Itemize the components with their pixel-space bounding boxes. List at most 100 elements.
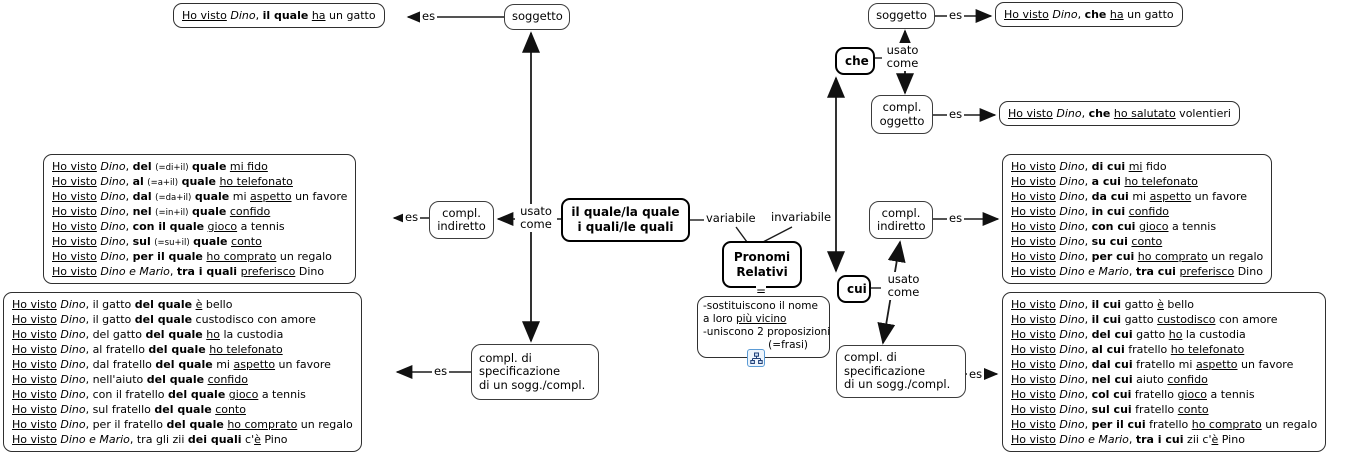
node-label: indiretto: [877, 219, 926, 233]
example-box-quale-soggetto[interactable]: Ho visto Dino, il quale ha un gatto: [173, 3, 385, 28]
example-box-quale-indiretto[interactable]: Ho visto Dino, del (=di+il) quale mi fid…: [43, 154, 357, 284]
text-line: Ho visto Dino, con cui gioco a tennis: [1011, 220, 1217, 233]
example-box-cui-indiretto[interactable]: Ho visto Dino, di cui mi fido Ho visto Di…: [1002, 154, 1273, 284]
text-line: Ho visto Dino, dal (=da+il) quale mi asp…: [52, 190, 348, 203]
node-label: indiretto: [437, 219, 486, 233]
text-line: Ho visto Dino e Mario, tra gli zii dei q…: [12, 433, 288, 446]
text-line: Ho visto Dino, del (=di+il) quale mi fid…: [52, 160, 268, 173]
link-label-usato-come[interactable]: usato come: [882, 43, 923, 71]
text-line: Ho visto Dino, che ho salutato volentier…: [1008, 107, 1231, 120]
text-line: Ho visto Dino, del gatto del quale ho la…: [12, 328, 284, 341]
node-compl-indiretto-left[interactable]: compl. indiretto: [429, 201, 494, 239]
text-line: Ho visto Dino, nell'aiuto del quale conf…: [12, 373, 248, 386]
link-label-line: usato: [886, 43, 919, 57]
text-line: Ho visto Dino, sul (=su+il) quale conto: [52, 235, 262, 248]
connector-line: [762, 226, 793, 243]
example-box-che-oggetto[interactable]: Ho visto Dino, che ho salutato volentier…: [999, 101, 1240, 126]
text-line: Ho visto Dino e Mario, tra i quali prefe…: [52, 265, 325, 278]
text-line: Ho visto Dino, per il cui fratello ho co…: [1011, 418, 1318, 431]
node-cui[interactable]: cui: [837, 275, 871, 303]
text-line: Ho visto Dino, nel cui aiuto confido: [1011, 373, 1208, 386]
text-line: Ho visto Dino, dal fratello del quale mi…: [12, 358, 331, 371]
text-line: Ho visto Dino, sul cui fratello conto: [1011, 403, 1209, 416]
note-box[interactable]: -sostituiscono il nome a loro più vicino…: [697, 296, 830, 358]
text-line: Ho visto Dino, il cui gatto custodisco c…: [1011, 313, 1278, 326]
text-line: Ho visto Dino, per il fratello del quale…: [12, 418, 353, 431]
text-line: Ho visto Dino, di cui mi fido: [1011, 160, 1167, 173]
node-label: compl.: [882, 100, 922, 114]
text-line: -sostituiscono il nome: [703, 300, 818, 312]
example-box-che-soggetto[interactable]: Ho visto Dino, che ha un gatto: [995, 2, 1183, 27]
link-label-usato-come[interactable]: usato come: [515, 204, 557, 232]
node-il-quale[interactable]: il quale/la quale i quali/le quali: [561, 198, 690, 242]
node-compl-indiretto-right[interactable]: compl. indiretto: [869, 201, 933, 239]
text-line: Ho visto Dino e Mario, tra cui preferisc…: [1011, 265, 1263, 278]
text-line: Ho visto Dino, al (=a+il) quale ho telef…: [52, 175, 293, 188]
link-label-variabile[interactable]: variabile: [704, 211, 758, 226]
node-label: compl. di: [844, 350, 897, 365]
text-line: Ho visto Dino, che ha un gatto: [1004, 8, 1174, 21]
link-label-es[interactable]: es: [947, 8, 965, 23]
node-compl-oggetto[interactable]: compl. oggetto: [871, 95, 933, 134]
node-label: soggetto: [512, 9, 563, 24]
link-label-line: come: [520, 217, 552, 231]
node-label: compl.: [881, 205, 921, 220]
node-label: soggetto: [876, 8, 927, 23]
text-line: Ho visto Dino, sul fratello del quale co…: [12, 403, 246, 416]
equals-label: =: [756, 284, 767, 298]
link-label-usato-come[interactable]: usato come: [883, 272, 924, 300]
text-line: Ho visto Dino, il gatto del quale è bell…: [12, 298, 233, 311]
link-label-es[interactable]: es: [432, 364, 450, 379]
text-line: a loro più vicino: [703, 313, 787, 325]
link-label-es[interactable]: es: [947, 211, 965, 226]
text-line: Ho visto Dino, per cui ho comprato un re…: [1011, 250, 1264, 263]
text-line: Ho visto Dino, in cui confido: [1011, 205, 1170, 218]
node-label: oggetto: [879, 113, 925, 128]
link-label-line: usato: [520, 204, 552, 218]
link-label-line: come: [886, 56, 919, 70]
node-pronomi-relativi[interactable]: Pronomi Relativi: [722, 241, 802, 288]
node-label: specificazione: [844, 363, 926, 378]
text-line: Ho visto Dino, al fratello del quale ho …: [12, 343, 283, 356]
node-label: specificazione: [479, 364, 561, 379]
node-label: i quali/le quali: [577, 220, 674, 234]
text-line: Ho visto Dino, il cui gatto è bello: [1011, 298, 1195, 311]
text-line: Ho visto Dino, nel (=in+il) quale confid…: [52, 205, 271, 218]
text-line: Ho visto Dino, al cui fratello ho telefo…: [1011, 343, 1245, 356]
node-soggetto-left[interactable]: soggetto: [504, 4, 570, 30]
text-line: Ho visto Dino, da cui mi aspetto un favo…: [1011, 190, 1248, 203]
text-line: Ho visto Dino, col cui fratello gioco a …: [1011, 388, 1255, 401]
text-line: Ho visto Dino, del cui gatto ho la custo…: [1011, 328, 1246, 341]
node-soggetto-right[interactable]: soggetto: [868, 3, 935, 29]
node-label: compl. di: [479, 350, 532, 365]
node-compl-spec-left[interactable]: compl. di specificazione di un sogg./com…: [471, 344, 599, 400]
link-label-es[interactable]: es: [967, 367, 985, 382]
text-line: Ho visto Dino e Mario, tra i cui zii c'è…: [1011, 433, 1245, 446]
org-chart-icon[interactable]: [747, 349, 765, 367]
node-che[interactable]: che: [835, 47, 875, 75]
node-label: Pronomi: [733, 249, 791, 264]
node-label: che: [845, 53, 869, 68]
text-line: Ho visto Dino, il gatto del quale custod…: [12, 313, 316, 326]
link-label-es[interactable]: es: [403, 210, 421, 225]
node-label: di un sogg./compl.: [844, 377, 951, 392]
text-line: Ho visto Dino, per il quale ho comprato …: [52, 250, 332, 263]
text-line: Ho visto Dino, a cui ho telefonato: [1011, 175, 1198, 188]
link-label-line: come: [887, 285, 920, 299]
connector-line: [735, 226, 748, 243]
example-box-cui-specificazione[interactable]: Ho visto Dino, il cui gatto è bello Ho vi…: [1002, 292, 1327, 452]
link-label-line: usato: [887, 272, 920, 286]
node-label: Relativi: [736, 264, 788, 279]
text-line: -uniscono 2 proposizioni: [703, 326, 831, 338]
link-label-invariabile[interactable]: invariabile: [769, 210, 834, 225]
link-label-es[interactable]: es: [947, 107, 965, 122]
link-label-es[interactable]: es: [420, 9, 438, 24]
node-label: il quale/la quale: [571, 205, 680, 219]
node-compl-spec-right[interactable]: compl. di specificazione di un sogg./com…: [836, 345, 966, 398]
text-line: Ho visto Dino, il quale ha un gatto: [182, 9, 376, 22]
node-label: di un sogg./compl.: [479, 377, 586, 392]
text-line: Ho visto Dino, con il quale gioco a tenn…: [52, 220, 285, 233]
example-box-quale-specificazione[interactable]: Ho visto Dino, il gatto del quale è bell…: [3, 292, 362, 452]
text-line: Ho visto Dino, con il fratello del quale…: [12, 388, 306, 401]
text-line: (=frasi): [768, 339, 808, 351]
